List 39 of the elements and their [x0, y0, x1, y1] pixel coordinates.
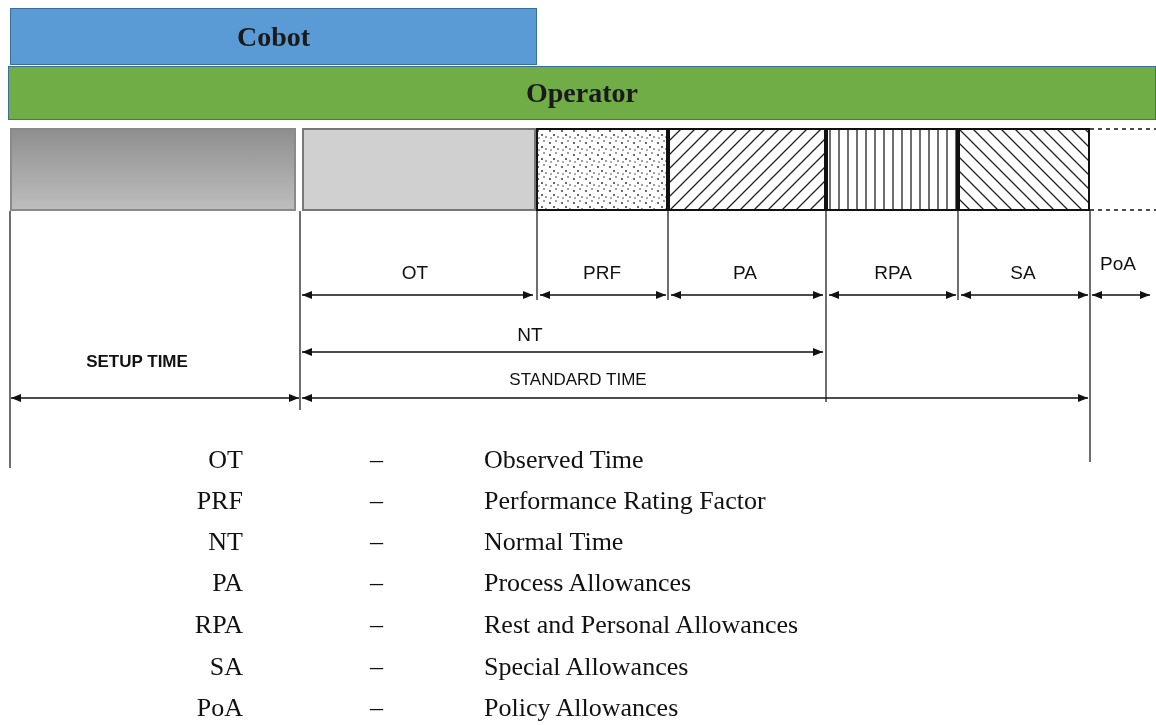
time-segment-bar	[302, 128, 536, 211]
dash-separator: –	[370, 652, 383, 682]
dash-separator: –	[370, 527, 383, 557]
time-segment-bar	[536, 128, 668, 211]
setup-time-bar	[10, 128, 296, 211]
abbreviation-label: OT	[208, 445, 243, 475]
dimension-label: STANDARD TIME	[509, 370, 647, 390]
definition-text: Performance Rating Factor	[484, 486, 766, 516]
time-segment-bar	[1090, 128, 1156, 211]
definition-text: Process Allowances	[484, 568, 692, 598]
definition-text: Normal Time	[484, 527, 624, 557]
cobot-lane-bar: Cobot	[10, 8, 537, 65]
abbreviation-label: NT	[208, 527, 243, 557]
dash-separator: –	[370, 693, 383, 723]
abbreviation-label: PoA	[196, 693, 243, 723]
time-segment-bar	[668, 128, 826, 211]
dash-separator: –	[370, 486, 383, 516]
dimension-label: SETUP TIME	[86, 352, 188, 372]
dash-separator: –	[370, 568, 383, 598]
dash-separator: –	[370, 610, 383, 640]
dimension-label: OT	[401, 262, 429, 284]
time-segment-bar	[826, 128, 958, 211]
abbreviation-label: PA	[212, 568, 243, 598]
abbreviation-label: SA	[209, 652, 243, 682]
dimension-label: PA	[733, 262, 757, 284]
definition-text: Rest and Personal Allowances	[484, 610, 799, 640]
dimension-label: PRF	[583, 262, 621, 284]
definition-text: Special Allowances	[484, 652, 689, 682]
definition-text: Policy Allowances	[484, 693, 679, 723]
dimension-label: RPA	[874, 262, 912, 284]
abbreviation-label: RPA	[194, 610, 243, 640]
abbreviation-label: PRF	[196, 486, 243, 516]
definition-text: Observed Time	[484, 445, 644, 475]
operator-lane-bar: Operator	[8, 66, 1156, 120]
dimension-label: PoA	[1100, 253, 1136, 275]
dash-separator: –	[370, 445, 383, 475]
dimension-label: NT	[517, 324, 543, 346]
dimension-label: SA	[1010, 262, 1036, 284]
time-segment-bar	[958, 128, 1090, 211]
